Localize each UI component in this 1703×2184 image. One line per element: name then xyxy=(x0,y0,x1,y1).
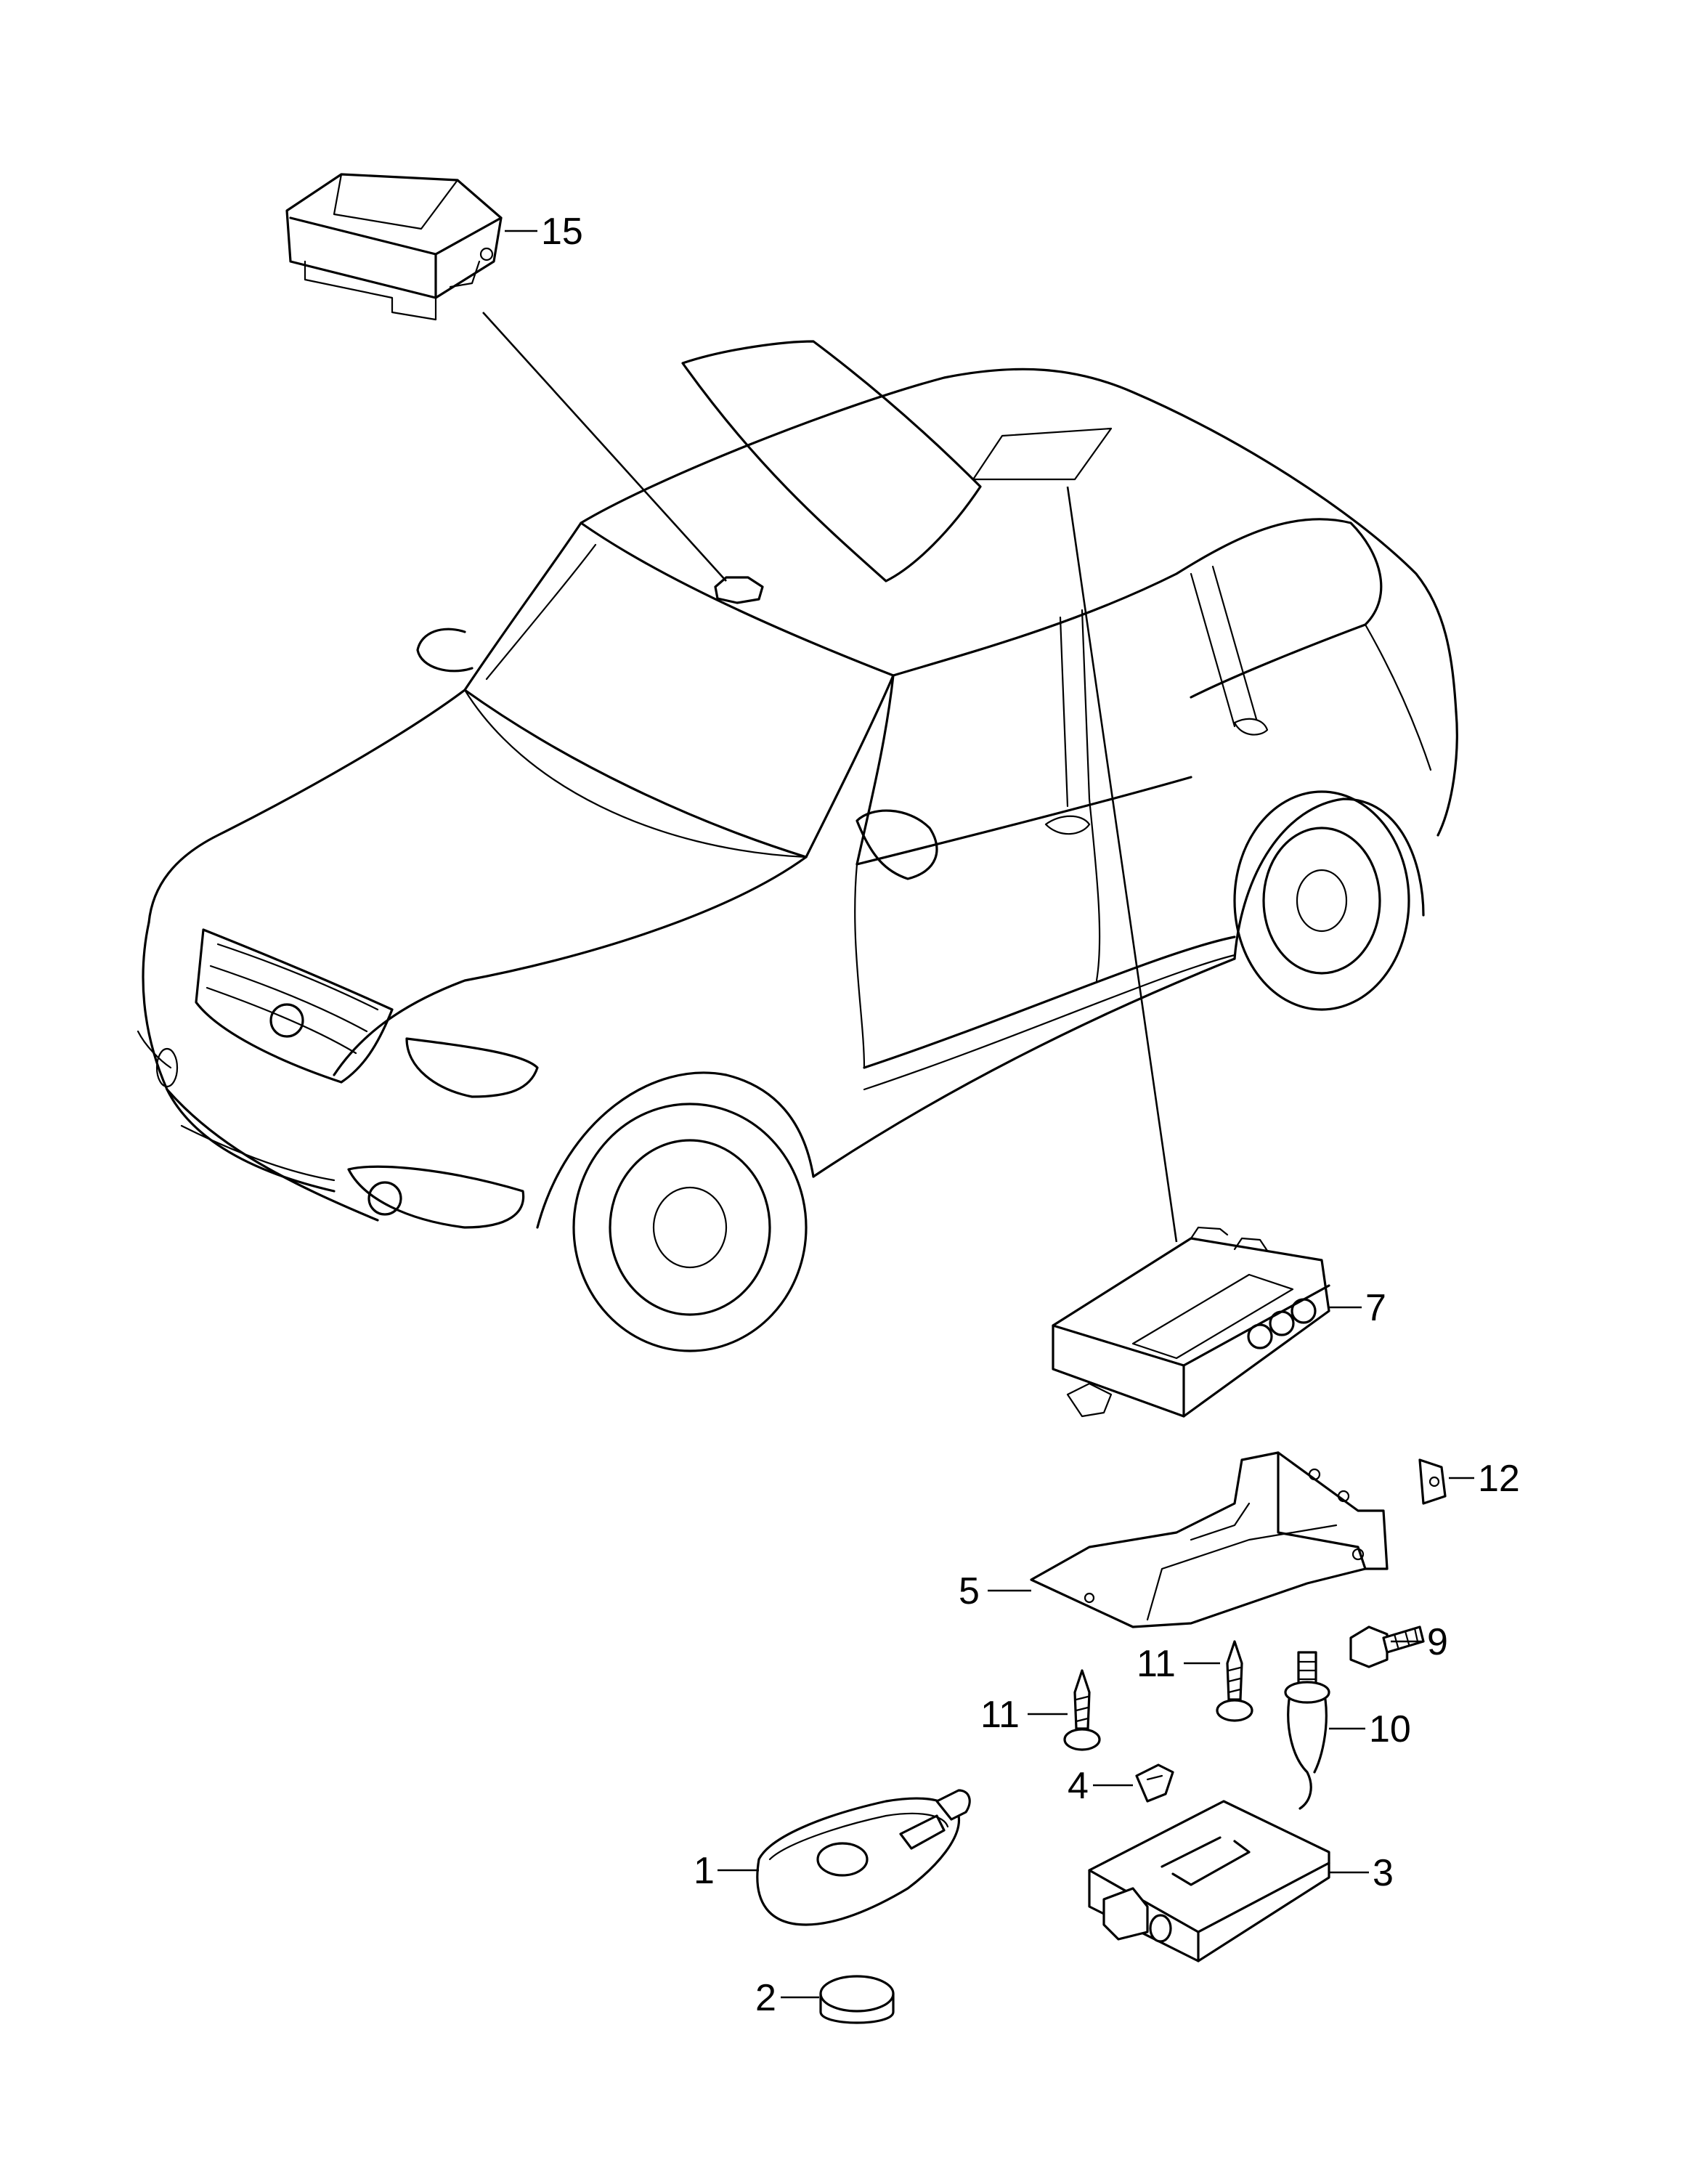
callout-11-upper: 11 xyxy=(1137,1643,1176,1685)
callout-11-lower: 11 xyxy=(980,1694,1020,1736)
part-11-screw-upper xyxy=(1216,1640,1253,1722)
part-7-module xyxy=(1052,1226,1330,1418)
part-1-key-fob xyxy=(756,1789,971,1926)
callout-1: 1 xyxy=(694,1850,715,1892)
callout-10: 10 xyxy=(1369,1708,1411,1750)
callout-12: 12 xyxy=(1478,1458,1520,1500)
part-3-control-unit xyxy=(1088,1800,1330,1962)
leader-lines xyxy=(482,230,1474,1999)
callout-3: 3 xyxy=(1373,1852,1394,1894)
part-5-bracket xyxy=(1030,1451,1389,1628)
part-11-screw-lower xyxy=(1063,1669,1101,1751)
vehicle-illustration xyxy=(137,340,1458,1352)
callout-5: 5 xyxy=(959,1570,980,1612)
callout-15: 15 xyxy=(541,211,583,253)
callout-labels: 15 7 12 5 9 11 11 10 4 1 3 2 xyxy=(541,211,1520,2019)
callout-7: 7 xyxy=(1365,1287,1386,1329)
part-15-control-unit xyxy=(285,173,503,321)
callout-4: 4 xyxy=(1068,1765,1089,1807)
part-4-clip xyxy=(1135,1763,1174,1803)
part-10-cable xyxy=(1284,1651,1330,1810)
callout-9: 9 xyxy=(1427,1621,1448,1663)
callout-2: 2 xyxy=(755,1977,776,2019)
part-12-clip xyxy=(1418,1458,1447,1505)
part-2-battery xyxy=(819,1975,895,2024)
part-9-bolt xyxy=(1349,1625,1425,1668)
